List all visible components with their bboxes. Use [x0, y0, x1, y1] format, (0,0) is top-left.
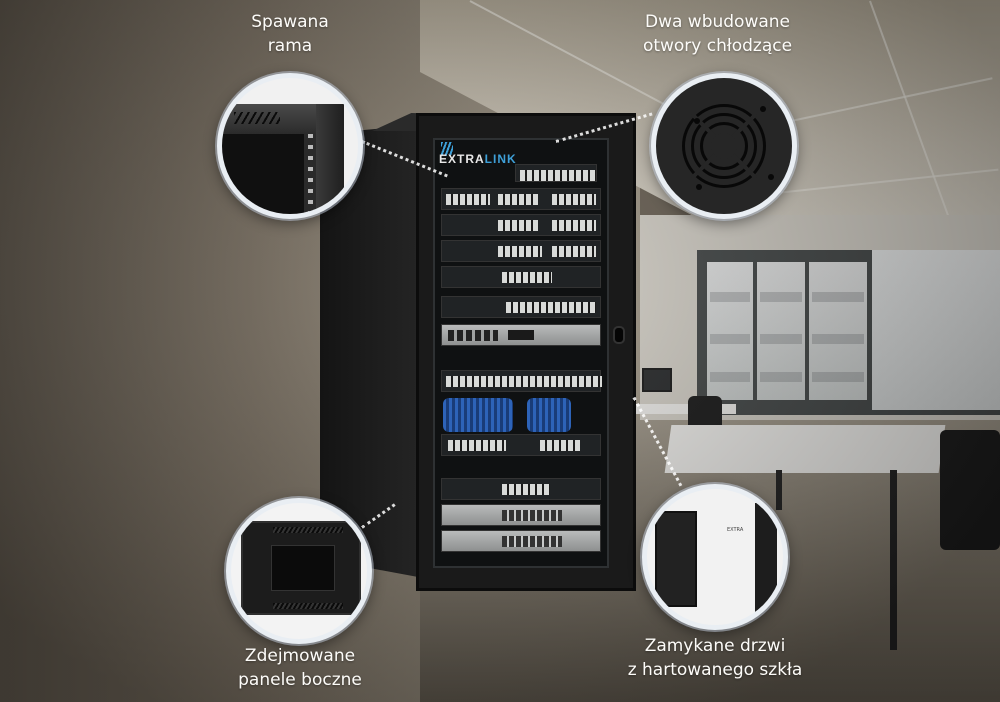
- switch: [441, 188, 601, 210]
- switch: [441, 266, 601, 288]
- patch-panel: [515, 164, 597, 182]
- switch: [441, 240, 601, 262]
- switch: [441, 478, 601, 500]
- desk-monitor: [642, 368, 672, 392]
- desk: [636, 404, 736, 414]
- window-large-pane: [872, 250, 1000, 410]
- callout-welded-frame: [217, 73, 363, 219]
- network-cables: [527, 398, 571, 432]
- removable-side-panel-icon: [241, 521, 361, 615]
- patch-panel: [441, 370, 602, 392]
- cabinet-frame-detail-icon: [222, 104, 328, 134]
- cabinet-front: EXTRALINK: [416, 113, 636, 591]
- fan-grille-icon: [656, 78, 792, 214]
- switch-silver: [441, 530, 601, 552]
- callout-cooling-fans: [651, 73, 797, 219]
- patch-panel: [441, 434, 601, 456]
- power-strip: [441, 296, 601, 318]
- switch: [441, 214, 601, 236]
- label-glass-door: Zamykane drzwi z hartowanego szkła: [627, 636, 803, 680]
- brand-logo: EXTRALINK: [439, 152, 517, 166]
- office-window: [697, 250, 1000, 415]
- pdu-unit: [441, 324, 601, 346]
- window-pane: [757, 262, 805, 400]
- desk-leg: [890, 470, 897, 650]
- label-welded-frame: Spawana rama: [251, 12, 329, 56]
- window-pane: [809, 262, 867, 400]
- office-chair: [940, 430, 1000, 550]
- desk-leg: [776, 470, 782, 510]
- switch-silver: [441, 504, 601, 526]
- brand-mark: EXTRA: [727, 527, 744, 533]
- window-pane: [707, 262, 753, 400]
- door-lock-icon: [613, 326, 625, 344]
- network-cables: [443, 398, 513, 432]
- callout-glass-door: EXTRA: [642, 484, 788, 630]
- label-cooling-fans: Dwa wbudowane otwory chłodzące: [642, 12, 793, 56]
- label-side-panels: Zdejmowane panele boczne: [238, 646, 362, 690]
- glass-door: EXTRALINK: [433, 138, 609, 568]
- rack-cabinet: EXTRALINK: [320, 113, 638, 591]
- lockable-glass-door-icon: [655, 511, 697, 607]
- callout-side-panels: [226, 498, 372, 644]
- brand-logo-mark-icon: [441, 142, 453, 156]
